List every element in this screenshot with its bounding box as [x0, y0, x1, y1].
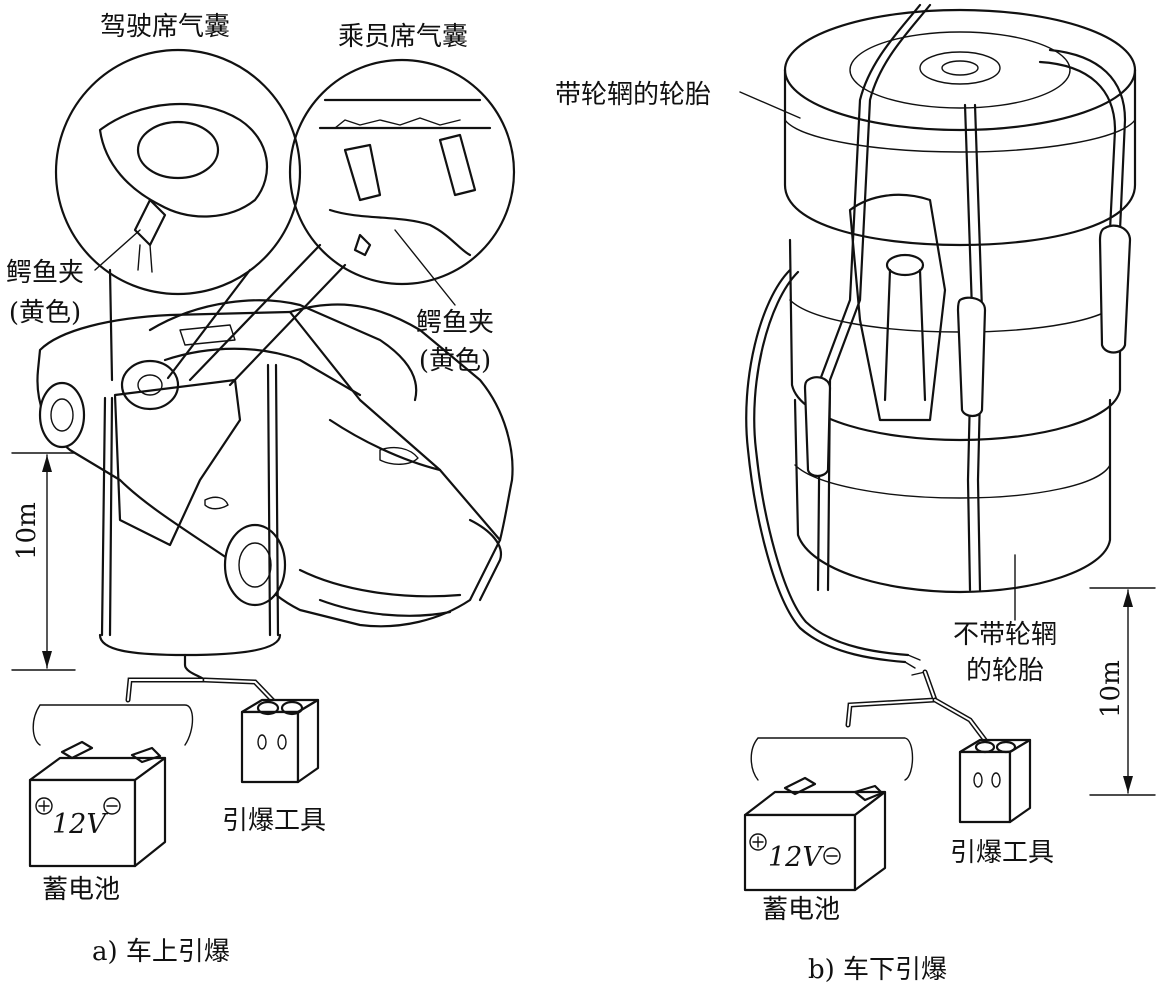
- tire-with-rim-label: 带轮辋的轮胎: [555, 80, 712, 110]
- passenger-airbag-closeup: [188, 58, 516, 387]
- clip-left-label-line1: 鳄鱼夹: [5, 258, 84, 288]
- right-battery-label: 蓄电池: [762, 895, 841, 925]
- left-detonator-label: 引爆工具: [222, 806, 327, 836]
- tire-without-rim-label-line2: 的轮胎: [965, 656, 1044, 686]
- clip-left-leader: [94, 229, 141, 271]
- tire-without-rim-label-line1: 不带轮辋: [952, 620, 1057, 650]
- right-distance-dimension: [1089, 587, 1156, 796]
- clip-right-label-line1: 鳄鱼夹: [415, 308, 494, 338]
- passenger-airbag-label: 乘员席气囊: [338, 22, 469, 52]
- left-distance-label: 10m: [12, 502, 42, 560]
- left-caption: a) 车上引爆: [92, 937, 230, 967]
- tire-stack-drawing: [783, 3, 1137, 594]
- left-battery-label: 蓄电池: [42, 875, 121, 905]
- right-detonator-label: 引爆工具: [950, 838, 1055, 868]
- driver-airbag-closeup: [54, 48, 302, 382]
- clip-right-label-line2: (黄色): [418, 346, 492, 376]
- right-battery-voltage: 12V: [768, 842, 822, 873]
- left-distance-dimension: [11, 452, 76, 671]
- clip-right-leader: [394, 229, 456, 306]
- left-detonator-drawing: [240, 698, 320, 784]
- right-wiring: [745, 268, 988, 781]
- tire-rim-leader: [739, 91, 801, 119]
- clip-left-label-line2: (黄色): [8, 298, 82, 328]
- right-caption: b) 车下引爆: [808, 955, 948, 985]
- left-battery-voltage: 12V: [52, 809, 106, 840]
- right-distance-label: 10m: [1096, 660, 1126, 718]
- left-wiring: [32, 363, 283, 746]
- right-battery-drawing: [743, 776, 887, 892]
- right-detonator-drawing: [958, 738, 1032, 824]
- driver-airbag-label: 驾驶席气囊: [100, 12, 231, 42]
- left-battery-drawing: [28, 740, 167, 868]
